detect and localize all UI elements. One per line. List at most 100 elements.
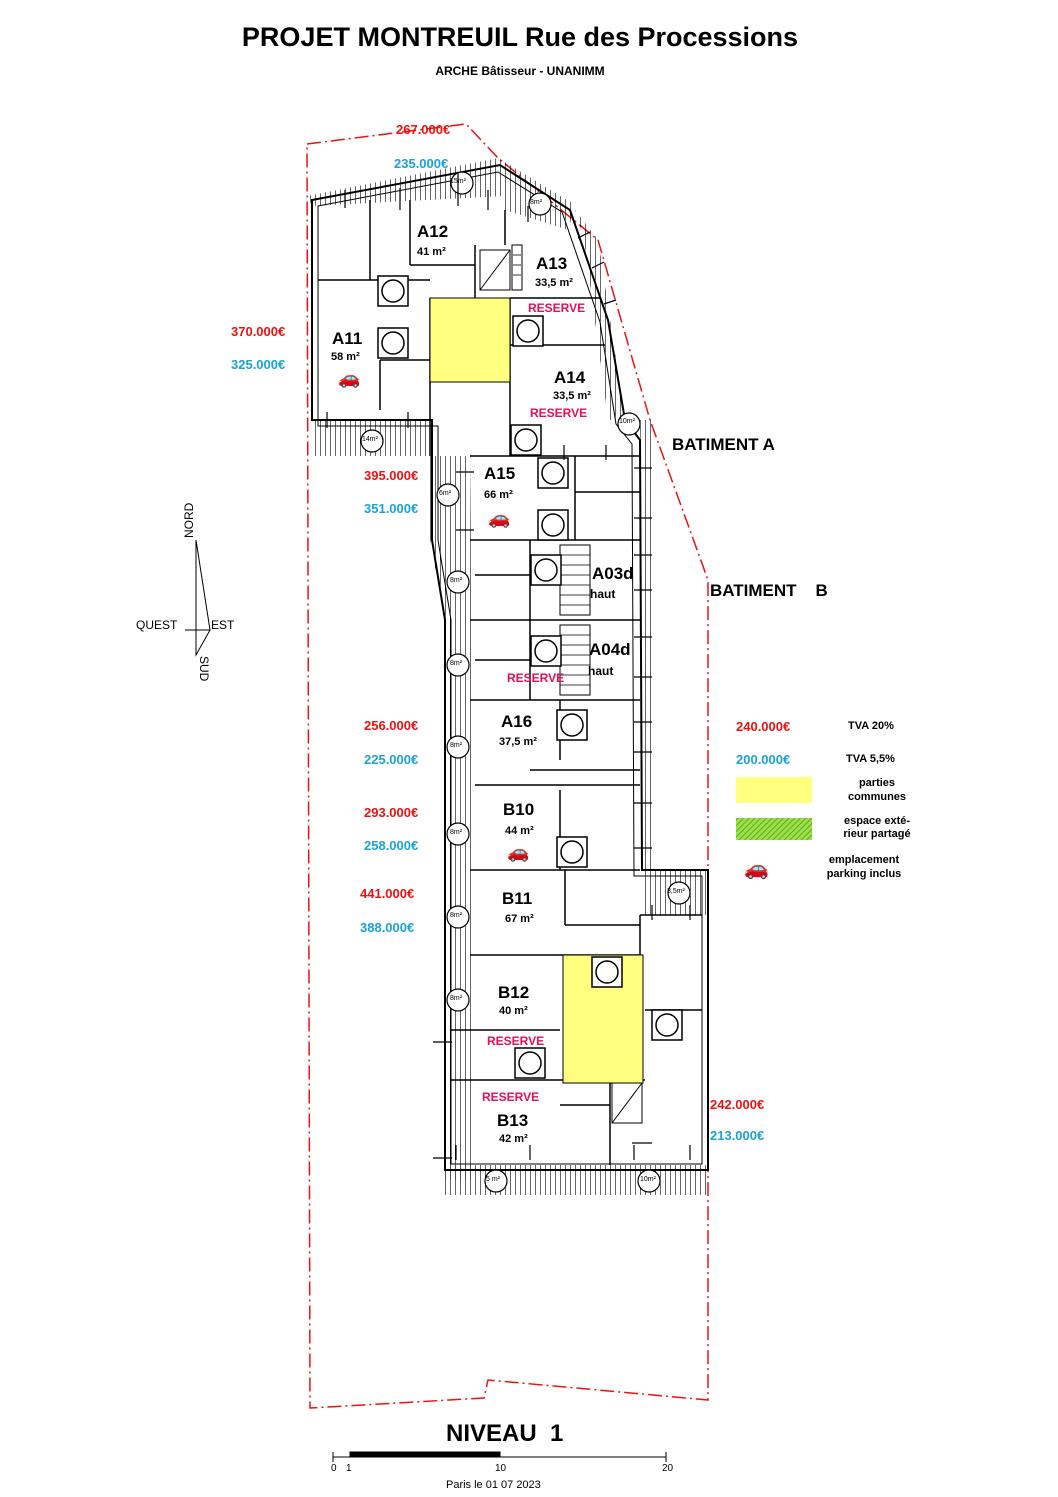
price-tva20-a16: 256.000€ [364, 718, 419, 733]
unit-b12-name: B12 [498, 983, 530, 1002]
date-label: Paris le 01 07 2023 [446, 1479, 541, 1491]
fixture-circle [514, 428, 538, 452]
facade-ticks [326, 172, 691, 1160]
common-parts-a [429, 297, 511, 383]
balcony-marker [667, 881, 691, 905]
unit-b10-area: 44 m² [505, 825, 534, 837]
balcony-area-label: 8m² [450, 742, 463, 749]
fixture-circle [381, 279, 405, 303]
car-icon: 🚗 [338, 368, 361, 388]
bathroom-fixtures [360, 171, 691, 1193]
reserve-b12: RESERVE [487, 1034, 545, 1048]
legend-parking-line1: emplacement [828, 854, 900, 866]
legend-common-line2: communes [847, 791, 907, 803]
building-a-outline [311, 163, 709, 1171]
scale-tick: 20 [662, 1463, 674, 1474]
unit-a12-area: 41 m² [417, 246, 446, 258]
legend-tva20-label: TVA 20% [848, 720, 894, 732]
fixture-circle [655, 1013, 679, 1037]
balcony-area-label: 14m² [362, 436, 378, 443]
unit-a13-name: A13 [536, 254, 568, 273]
unit-a15-area: 66 m² [484, 489, 513, 501]
facade-tick [591, 261, 605, 269]
balcony-top-hatch [307, 158, 575, 230]
facade-tick [577, 231, 591, 239]
price-tva55-a16: 225.000€ [364, 752, 419, 767]
fixture-circle [516, 319, 540, 343]
reserve-a13: RESERVE [528, 301, 586, 315]
balcony-area-label: 3,5m² [667, 888, 685, 895]
legend-tva55-price: 200.000€ [736, 752, 791, 767]
price-tva20-a11: 370.000€ [231, 324, 286, 339]
car-icon: 🚗 [488, 508, 511, 528]
balcony-bata-east-hatch [640, 420, 655, 870]
balcony-marker [637, 1169, 661, 1193]
facade-tick [603, 299, 617, 305]
balcony-area-label: 10m² [619, 418, 635, 425]
balcony-marker [446, 570, 470, 594]
fixture-circle [381, 331, 405, 355]
car-icon: 🚗 [507, 842, 530, 862]
price-tva55-b11: 388.000€ [360, 920, 415, 935]
legend-parking-line2: parking inclus [826, 868, 902, 880]
price-tva55-a11: 325.000€ [231, 357, 286, 372]
fixture-circle [518, 1051, 542, 1075]
building-b-label: BATIMENT B [710, 581, 828, 600]
compass-west: QUEST [136, 618, 178, 632]
unit-a03d-sub: haut [590, 587, 616, 601]
compass-rose [185, 539, 211, 657]
balcony-area-label: 8m² [450, 912, 463, 919]
balcony-area-label: 8m² [450, 995, 463, 1002]
scale-bar [332, 1451, 667, 1462]
unit-a15-name: A15 [484, 464, 516, 483]
page-subtitle: ARCHE Bâtisseur - UNANIMM [435, 64, 605, 78]
fixture-circle [541, 513, 565, 537]
legend-outdoor-line1: espace exté- [843, 815, 911, 827]
scale-tick: 0 [331, 1463, 337, 1474]
unit-b11-name: B11 [502, 889, 533, 908]
fixture-circle [541, 461, 565, 485]
unit-a14-name: A14 [554, 368, 586, 387]
unit-b13-area: 42 m² [499, 1133, 528, 1145]
balcony-marker [446, 735, 470, 759]
unit-b10-name: B10 [503, 800, 535, 819]
unit-a04d-sub: haut [588, 664, 614, 678]
price-tva20-b10: 293.000€ [364, 805, 419, 820]
reserve-a04d: RESERVE [507, 671, 565, 685]
fixture-circle [534, 639, 558, 663]
balcony-marker [446, 822, 470, 846]
legend-tva20-price: 240.000€ [736, 719, 791, 734]
unit-b11-area: 67 m² [505, 913, 534, 925]
balcony-marker [360, 429, 384, 453]
balcony-marker [617, 412, 641, 436]
price-tva55-b10: 258.000€ [364, 838, 419, 853]
legend-common-swatch [736, 777, 812, 803]
stair-treads [513, 254, 590, 686]
unit-a04d-name: A04d [589, 640, 631, 659]
legend-common-line1: parties [858, 777, 896, 789]
balcony-area-label: 10m² [640, 1176, 656, 1183]
unit-a11-area: 58 m² [331, 351, 360, 363]
building-a-inner-outline [317, 171, 703, 1165]
price-tva55-top: 235.000€ [394, 156, 449, 171]
legend-tva55-label: TVA 5,5% [846, 753, 895, 765]
fixture-circle [595, 960, 619, 984]
price-tva55-b13: 213.000€ [710, 1128, 765, 1143]
balcony-east-hatch [575, 210, 625, 420]
balcony-area-label: 15m² [450, 178, 466, 185]
balcony-marker [446, 905, 470, 929]
building-a-label: BATIMENT A [672, 435, 775, 454]
legend-outdoor-swatch [736, 818, 812, 840]
fixture-circle [560, 840, 584, 864]
unit-a14-area: 33,5 m² [553, 390, 591, 402]
unit-b13-name: B13 [497, 1111, 529, 1130]
page-title: PROJET MONTREUIL Rue des Processions [241, 22, 799, 52]
compass-north: NORD [182, 502, 196, 538]
unit-a03d-name: A03d [592, 564, 634, 583]
level-label: NIVEAU 1 [446, 1420, 564, 1447]
unit-a16-name: A16 [501, 712, 533, 731]
compass-east: EST [211, 618, 235, 632]
balcony-marker [450, 171, 474, 195]
